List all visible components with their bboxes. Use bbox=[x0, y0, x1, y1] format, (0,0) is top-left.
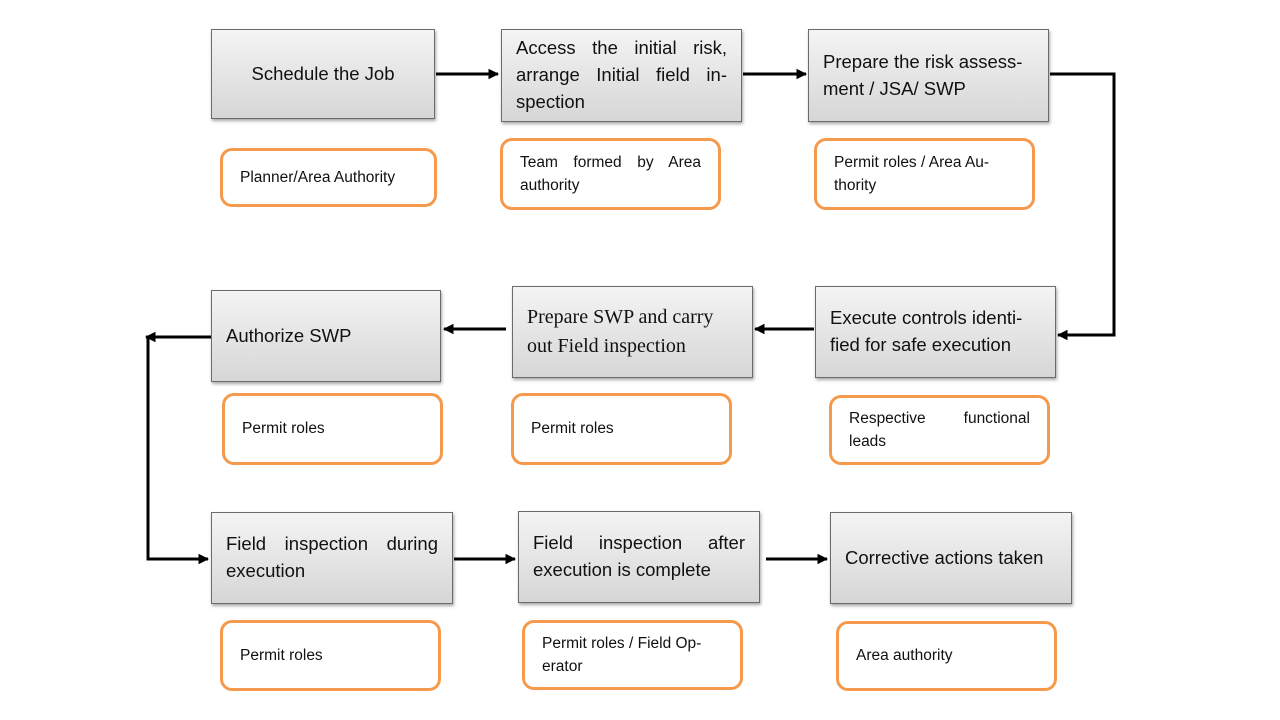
role-permit-roles-authorize: Permit roles bbox=[222, 393, 443, 465]
step-authorize-swp-label: Authorize SWP bbox=[226, 324, 352, 346]
step-corrective-actions: Corrective actions taken bbox=[830, 512, 1072, 604]
step-access-initial-risk: Access the initial risk, arrange Initial… bbox=[501, 29, 742, 122]
step-prepare-risk-assessment: Prepare the risk assess-ment / JSA/ SWP bbox=[808, 29, 1049, 122]
step-prepare-risk-assessment-label: Prepare the risk assess-ment / JSA/ SWP bbox=[823, 50, 1023, 99]
step-prepare-swp: Prepare SWP and carry out Field inspecti… bbox=[512, 286, 753, 378]
step-authorize-swp: Authorize SWP bbox=[211, 290, 441, 382]
role-permit-roles-field-operator: Permit roles / Field Op-erator bbox=[522, 620, 743, 690]
step-access-initial-risk-label: Access the initial risk, arrange Initial… bbox=[516, 37, 727, 112]
step-corrective-actions-label: Corrective actions taken bbox=[845, 546, 1044, 568]
step-field-inspection-after-label: Field inspection after execution is comp… bbox=[533, 532, 745, 580]
step-execute-controls-label: Execute controls identi-fied for safe ex… bbox=[830, 307, 1023, 355]
step-schedule-job: Schedule the Job bbox=[211, 29, 435, 119]
role-permit-roles-area-authority-label: Permit roles / Area Au-thority bbox=[834, 153, 990, 194]
role-planner-area-authority-label: Planner/Area Authority bbox=[240, 168, 396, 186]
role-permit-roles-prepare-label: Permit roles bbox=[531, 420, 614, 438]
role-team-formed-label: Team formed by Area authority bbox=[520, 153, 701, 194]
role-permit-roles-authorize-label: Permit roles bbox=[242, 420, 325, 438]
role-permit-roles-field-operator-label: Permit roles / Field Op-erator bbox=[542, 634, 702, 675]
role-planner-area-authority: Planner/Area Authority bbox=[220, 148, 437, 207]
role-area-authority: Area authority bbox=[836, 621, 1057, 691]
arrow-prepare-to-execute bbox=[1050, 72, 1116, 341]
step-field-inspection-after: Field inspection after execution is comp… bbox=[518, 511, 760, 603]
role-team-formed: Team formed by Area authority bbox=[500, 138, 721, 210]
arrow-authorize-to-field-during bbox=[146, 335, 211, 565]
role-permit-roles-prepare: Permit roles bbox=[511, 393, 732, 465]
role-permit-roles-area-authority: Permit roles / Area Au-thority bbox=[814, 138, 1035, 210]
step-prepare-swp-label: Prepare SWP and carry out Field inspecti… bbox=[527, 306, 714, 357]
step-schedule-job-label: Schedule the Job bbox=[251, 62, 395, 84]
role-functional-leads-label: Respective functional leads bbox=[849, 409, 1030, 450]
step-field-inspection-during: Field inspection during execution bbox=[211, 512, 453, 604]
role-functional-leads: Respective functional leads bbox=[829, 395, 1050, 465]
role-area-authority-label: Area authority bbox=[856, 647, 953, 665]
step-execute-controls: Execute controls identi-fied for safe ex… bbox=[815, 286, 1056, 378]
role-permit-roles-during: Permit roles bbox=[220, 620, 441, 691]
step-field-inspection-during-label: Field inspection during execution bbox=[226, 533, 438, 581]
role-permit-roles-during-label: Permit roles bbox=[240, 646, 323, 664]
